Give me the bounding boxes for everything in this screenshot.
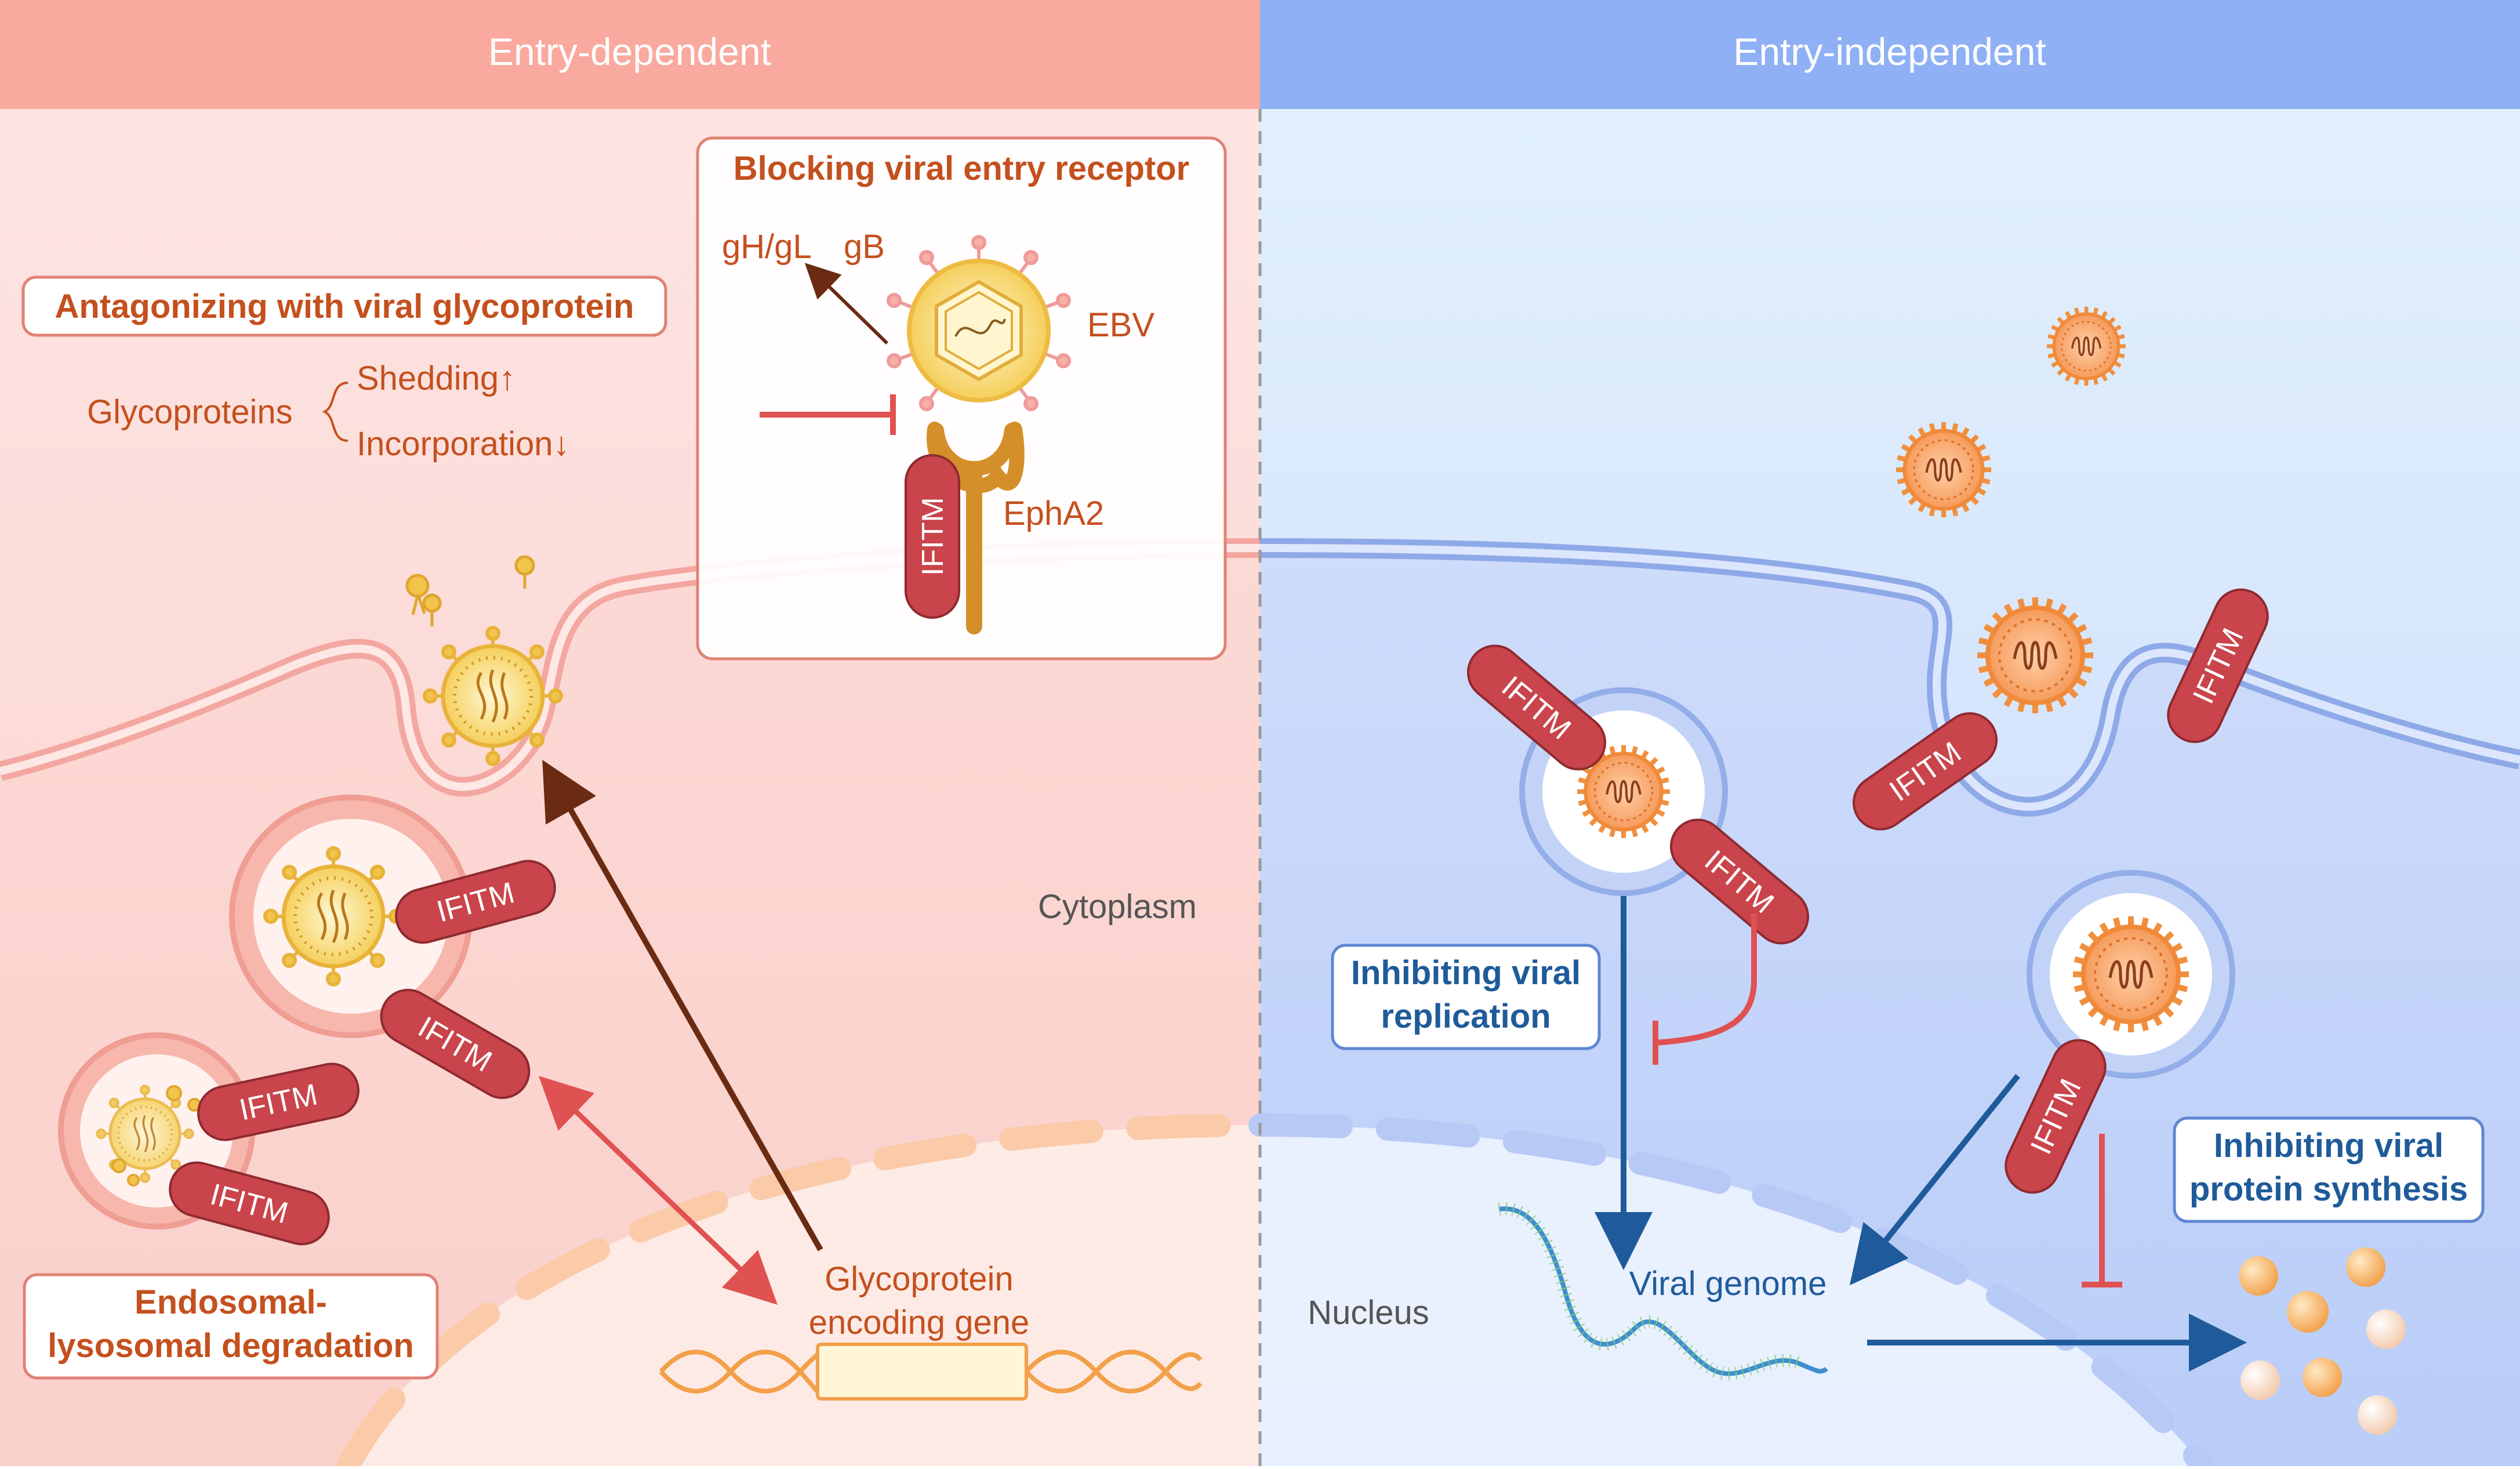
- dna-helix: [659, 1343, 1203, 1401]
- incorporation-label: Incorporation↓: [357, 425, 570, 463]
- viral-genome-rna: [1498, 1202, 1828, 1380]
- gb-label: gB: [844, 228, 885, 266]
- virion-free-1: [2047, 307, 2126, 386]
- ifitm-endosome-1a: IFITM: [388, 854, 562, 950]
- blocking-receptor-title: Blocking viral entry receptor: [734, 150, 1189, 187]
- antagonizing-title: Antagonizing with viral glycoprotein: [55, 288, 634, 325]
- viral-proteins: [2239, 1247, 2406, 1435]
- genome-release-arrow: [1849, 1073, 2020, 1286]
- header-right-title: Entry-independent: [1733, 30, 2046, 73]
- endosomal-line1: Endosomal-: [135, 1283, 327, 1321]
- ifitm-receptor-block: IFITM: [905, 454, 960, 619]
- budding-virion: [424, 628, 561, 764]
- cytoplasm-label: Cytoplasm: [1038, 888, 1197, 926]
- gene-line2: encoding gene: [809, 1304, 1030, 1341]
- inhibit-protein-line1: Inhibiting viral: [2214, 1127, 2443, 1165]
- ifitm-endosome-2a: IFITM: [192, 1057, 365, 1147]
- virion-free-2: [1896, 422, 1991, 517]
- ebv-label: EBV: [1087, 306, 1154, 344]
- nucleus-label: Nucleus: [1308, 1294, 1429, 1332]
- inhibit-protein-box: [2173, 1116, 2485, 1223]
- inhibit-protein-line2: protein synthesis: [2189, 1170, 2468, 1208]
- nuclear-envelope-right: [1248, 1113, 2215, 1469]
- inhibition-replication: [1655, 913, 1757, 1046]
- shed-glycoproteins: [405, 555, 535, 626]
- header-right: [1260, 0, 2520, 109]
- nucleus-left: [348, 1125, 1260, 1466]
- antagonizing-box: [21, 275, 667, 337]
- endosomal-line2: lysosomal degradation: [48, 1327, 414, 1365]
- epha2-label: EphA2: [1003, 495, 1104, 532]
- ebv-virion: [887, 235, 1071, 411]
- viral-genome-label: Viral genome: [1629, 1265, 1827, 1303]
- degradation-arrow: [539, 1076, 778, 1305]
- glycoprotein-arrow: [804, 263, 889, 345]
- ghgl-label: gH/gL: [722, 228, 812, 266]
- gene-line1: Glycoprotein: [825, 1260, 1014, 1298]
- brace: [322, 382, 348, 442]
- inhibit-replication-box: [1331, 944, 1601, 1050]
- degrading-virion: [97, 1086, 193, 1181]
- inhibit-replication-line2: replication: [1381, 998, 1551, 1035]
- header-left-title: Entry-dependent: [488, 30, 771, 73]
- inhibit-replication-line1: Inhibiting viral: [1351, 954, 1581, 992]
- endosome-right-virion-2: [2073, 916, 2189, 1032]
- virion-budding-right: [1977, 597, 2093, 713]
- nucleus-right: [1260, 1125, 2203, 1466]
- shedding-label: Shedding↑: [357, 360, 515, 397]
- endosome-virion-1: [265, 848, 402, 985]
- endosomal-degradation-box: [23, 1273, 439, 1380]
- ifitm-label: IFITM: [916, 497, 950, 576]
- glycoproteins-label: Glycoproteins: [87, 393, 293, 431]
- ifitm-endosome-2b: IFITM: [162, 1155, 336, 1252]
- header-left: [0, 0, 1260, 109]
